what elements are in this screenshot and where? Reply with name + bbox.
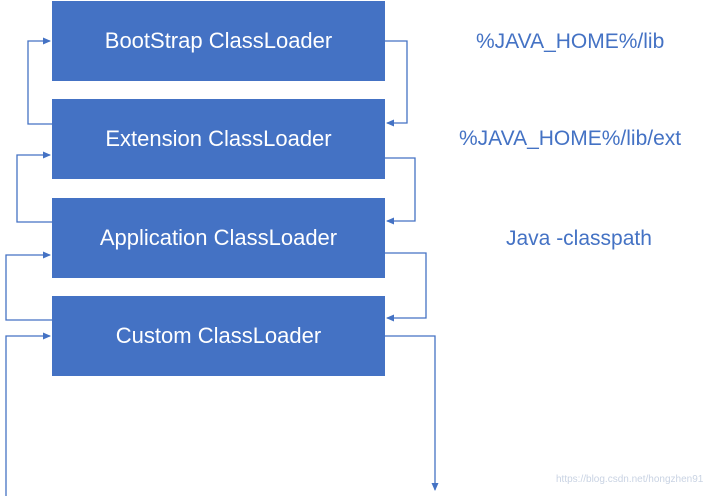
request-arrow-extension-to-bootstrap	[27, 37, 52, 125]
delegate-arrow-application-to-custom	[385, 252, 427, 322]
watermark: https://blog.csdn.net/hongzhen91	[556, 474, 704, 485]
application-path-label: Java -classpath	[506, 227, 652, 250]
extension-classloader-label: Extension ClassLoader	[105, 126, 332, 151]
bootstrap-classloader-label: BootStrap ClassLoader	[104, 28, 333, 53]
application-classloader-label: Application ClassLoader	[99, 225, 338, 250]
request-arrow-application-to-extension	[16, 151, 52, 223]
extension-path-label: %JAVA_HOME%/lib/ext	[459, 127, 682, 150]
application-classloader-box: Application ClassLoader	[52, 198, 385, 278]
delegate-arrow-bootstrap-to-extension	[385, 40, 408, 127]
custom-classloader-box: Custom ClassLoader	[52, 296, 385, 376]
entry-arrow-up	[5, 332, 51, 496]
delegate-arrow-extension-to-application	[385, 157, 416, 225]
bootstrap-classloader-box: BootStrap ClassLoader	[52, 1, 385, 81]
custom-classloader-label: Custom ClassLoader	[115, 323, 322, 348]
request-arrow-custom-to-application	[5, 251, 52, 321]
exit-arrow-down	[385, 335, 439, 491]
bootstrap-path-label: %JAVA_HOME%/lib	[476, 30, 665, 53]
extension-classloader-box: Extension ClassLoader	[52, 99, 385, 179]
